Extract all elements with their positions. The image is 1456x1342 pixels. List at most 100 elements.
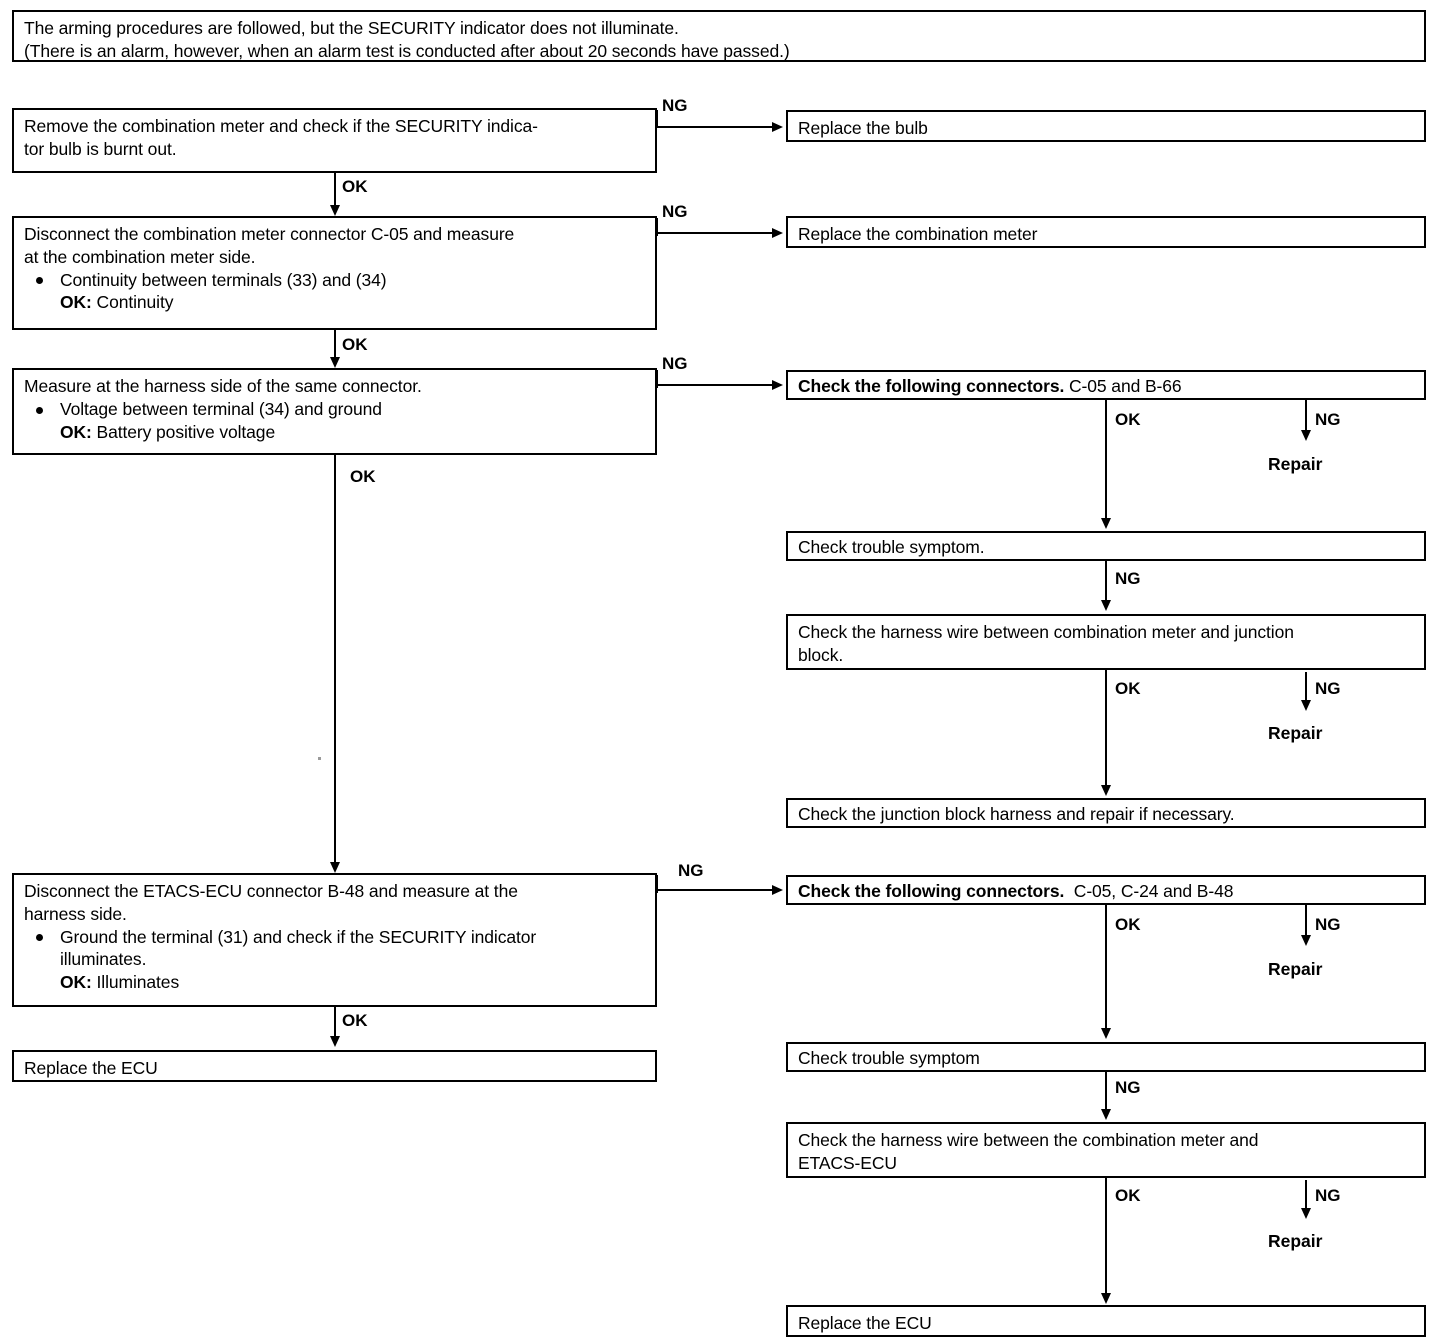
replace-ecu-right-text: Replace the ECU xyxy=(798,1313,932,1333)
harness-a-line-1: Check the harness wire between combinati… xyxy=(798,622,1294,642)
harness-a-ok-line xyxy=(1105,670,1107,788)
harness-a-line-2: block. xyxy=(798,644,844,665)
step4-ok-prefix: OK: xyxy=(60,972,92,992)
harness-a-ng-label: NG xyxy=(1315,679,1341,698)
connectors-b-ng-label: NG xyxy=(1315,915,1341,934)
harness-b-ng-line xyxy=(1305,1180,1307,1212)
step-measure-harness-side: Measure at the harness side of the same … xyxy=(12,368,657,455)
step2-line-1: Disconnect the combination meter connect… xyxy=(24,224,515,244)
check-connectors-a: Check the following connectors. C-05 and… xyxy=(786,370,1426,400)
symptom-line-2: (There is an alarm, however, when an ala… xyxy=(24,40,790,61)
replace-meter-text: Replace the combination meter xyxy=(798,224,1038,244)
harness-b-ng-label: NG xyxy=(1315,1186,1341,1205)
symptom-line-1: The arming procedures are followed, but … xyxy=(24,18,679,38)
trouble-b-ng-arrowhead xyxy=(1101,1109,1111,1120)
trouble-b-ng-line xyxy=(1105,1072,1107,1112)
step3-ng-label: NG xyxy=(662,354,688,373)
step3-ok-prefix: OK: xyxy=(60,421,92,442)
bullet-icon xyxy=(36,277,43,285)
trouble-a-ng-arrowhead xyxy=(1101,600,1111,611)
step4-ng-arrowhead xyxy=(772,885,783,895)
step3-ok-value: Battery positive voltage xyxy=(96,421,276,442)
action-replace-ecu-right: Replace the ECU xyxy=(786,1305,1426,1337)
check-trouble-symptom-b: Check trouble symptom xyxy=(786,1042,1426,1072)
step2-bullet-text: Continuity between terminals (33) and (3… xyxy=(60,269,387,290)
step4-ok-criteria: OK: Illuminates xyxy=(24,971,655,994)
trouble-b-text: Check trouble symptom xyxy=(798,1048,980,1068)
check-harness-wire-b: Check the harness wire between the combi… xyxy=(786,1122,1426,1178)
repair-a-label: Repair xyxy=(1268,454,1323,474)
step2-ng-connector xyxy=(656,232,772,234)
step3-line-1: Measure at the harness side of the same … xyxy=(24,376,422,396)
step1-ok-line xyxy=(334,173,336,208)
step2-line-2: at the combination meter side. xyxy=(24,246,256,267)
repair-b-label: Repair xyxy=(1268,723,1323,743)
step2-ng-stub xyxy=(656,218,658,236)
step1-ng-label: NG xyxy=(662,96,688,115)
action-replace-combination-meter: Replace the combination meter xyxy=(786,216,1426,248)
connectors-a-bold: Check the following connectors. xyxy=(798,376,1065,396)
check-trouble-symptom-a: Check trouble symptom. xyxy=(786,531,1426,561)
step4-ng-stub xyxy=(656,875,658,893)
step2-ng-arrowhead xyxy=(772,228,783,238)
trouble-a-ng-label: NG xyxy=(1115,569,1141,588)
bullet-icon xyxy=(36,934,43,942)
connectors-a-ok-label: OK xyxy=(1115,410,1141,429)
step4-ng-connector xyxy=(656,889,772,891)
connectors-a-ng-arrowhead xyxy=(1301,430,1311,441)
connectors-b-line: Check the following connectors. C-05, C-… xyxy=(798,880,1424,903)
harness-a-ok-label: OK xyxy=(1115,679,1141,698)
step4-line-1: Disconnect the ETACS-ECU connector B-48 … xyxy=(24,881,518,901)
repair-d-label: Repair xyxy=(1268,1231,1323,1251)
step3-ok-long-line xyxy=(334,455,336,865)
harness-a-ng-line xyxy=(1305,672,1307,704)
trouble-a-text: Check trouble symptom. xyxy=(798,537,985,557)
step2-bullet-row: Continuity between terminals (33) and (3… xyxy=(24,269,655,292)
step1-ok-label: OK xyxy=(342,177,368,196)
connectors-b-ng-arrowhead xyxy=(1301,935,1311,946)
replace-ecu-left-text: Replace the ECU xyxy=(24,1058,158,1078)
step2-ok-arrowhead xyxy=(330,357,340,368)
step2-ng-label: NG xyxy=(662,202,688,221)
step1-ok-arrowhead xyxy=(330,205,340,216)
connectors-b-ok-line xyxy=(1105,905,1107,1031)
connectors-b-plain: C-05, C-24 and B-48 xyxy=(1073,881,1234,901)
step3-ok-criteria: OK: Battery positive voltage xyxy=(24,421,655,444)
connectors-b-bold: Check the following connectors. xyxy=(798,881,1065,901)
harness-b-ok-arrowhead xyxy=(1101,1293,1111,1304)
repair-c-label: Repair xyxy=(1268,959,1323,979)
action-replace-bulb: Replace the bulb xyxy=(786,110,1426,142)
step4-line-2: harness side. xyxy=(24,903,127,924)
harness-b-ok-label: OK xyxy=(1115,1186,1141,1205)
step4-ok-arrowhead xyxy=(330,1036,340,1047)
step3-bullet-row: Voltage between terminal (34) and ground xyxy=(24,398,655,421)
step4-ok-value: Illuminates xyxy=(96,972,180,992)
step2-ok-criteria: OK: Continuity xyxy=(24,291,655,314)
step3-ng-stub xyxy=(656,370,658,388)
symptom-box: The arming procedures are followed, but … xyxy=(12,10,1426,62)
connectors-a-plain: C-05 and B-66 xyxy=(1069,376,1182,396)
action-replace-ecu-left: Replace the ECU xyxy=(12,1050,657,1082)
connectors-a-ng-line xyxy=(1305,400,1307,432)
step4-ok-line xyxy=(334,1007,336,1039)
step2-ok-value: Continuity xyxy=(96,292,174,313)
replace-bulb-text: Replace the bulb xyxy=(798,118,928,138)
step-remove-combination-meter: Remove the combination meter and check i… xyxy=(12,108,657,173)
step3-ok-long-arrowhead xyxy=(330,862,340,873)
trouble-a-ng-line xyxy=(1105,561,1107,603)
step2-ok-prefix: OK: xyxy=(60,292,92,313)
connectors-a-ng-label: NG xyxy=(1315,410,1341,429)
scan-artifact xyxy=(318,757,321,760)
connectors-b-ng-line xyxy=(1305,905,1307,937)
step3-ok-label: OK xyxy=(350,467,376,486)
harness-b-line-1: Check the harness wire between the combi… xyxy=(798,1130,1259,1150)
connectors-b-ok-label: OK xyxy=(1115,915,1141,934)
step1-line-1: Remove the combination meter and check i… xyxy=(24,116,538,136)
trouble-b-ng-label: NG xyxy=(1115,1078,1141,1097)
step4-ok-label: OK xyxy=(342,1011,368,1030)
step3-bullet-text: Voltage between terminal (34) and ground xyxy=(60,398,382,419)
step-disconnect-meter-connector: Disconnect the combination meter connect… xyxy=(12,216,657,330)
check-connectors-b: Check the following connectors. C-05, C-… xyxy=(786,875,1426,905)
connectors-a-ok-line xyxy=(1105,400,1107,520)
connectors-a-line: Check the following connectors. C-05 and… xyxy=(798,375,1424,398)
